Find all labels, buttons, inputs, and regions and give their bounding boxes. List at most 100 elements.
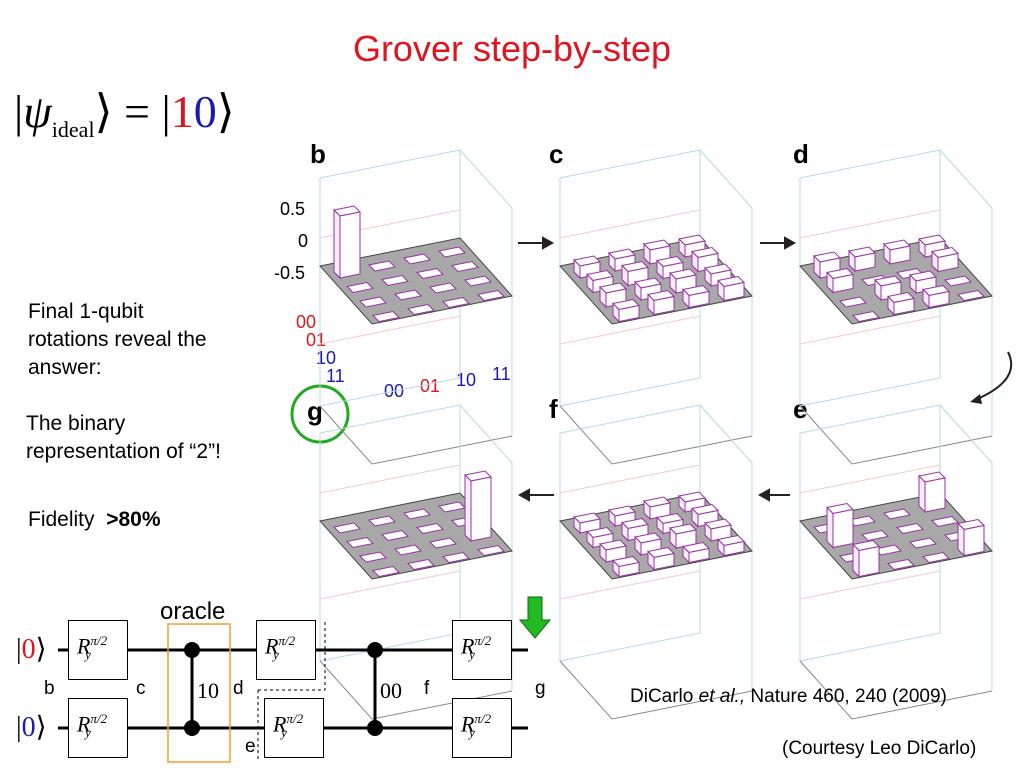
panel-d-bar-side-10 bbox=[826, 271, 834, 294]
panel-d-bar-side-13 bbox=[931, 250, 939, 273]
panel-d-bar-side-01 bbox=[848, 249, 856, 273]
ket-close-2: ⟩ bbox=[216, 86, 235, 137]
panel-e-bar-top-32 bbox=[921, 551, 951, 564]
gate-symbol: R bbox=[77, 711, 91, 737]
panel-c-bar-side-11 bbox=[621, 264, 629, 287]
gate-ry-1-top: Rπ/2y bbox=[68, 620, 128, 680]
panel-c-bar-side-01 bbox=[608, 251, 616, 273]
panel-b-bar-top-31 bbox=[406, 303, 436, 316]
panel-b-bar-top-02 bbox=[402, 253, 432, 265]
panel-c-bar-side-00 bbox=[573, 258, 581, 280]
panel-b-bar-top-10 bbox=[345, 281, 375, 294]
panel-b-bar-front-00 bbox=[339, 211, 361, 279]
panel-label-d: d bbox=[793, 139, 809, 169]
cz-dot-top bbox=[367, 642, 383, 658]
panel-e-bar-top-13 bbox=[930, 515, 960, 528]
panel-f-bar-side-10 bbox=[586, 530, 594, 549]
input-ket-bottom-value: 0 bbox=[21, 712, 36, 743]
panel-e-frame-side bbox=[939, 404, 993, 691]
ket-open-bar-2: | bbox=[161, 86, 171, 137]
panel-d-bar-side-21 bbox=[874, 278, 882, 302]
panel-label-e: e bbox=[793, 394, 807, 424]
panel-f-bar-side-32 bbox=[682, 545, 690, 564]
panel-c-bar-side-12 bbox=[656, 259, 664, 280]
panel-b-frame-side bbox=[459, 149, 513, 436]
panel-d-bar-top-23 bbox=[943, 275, 973, 287]
panel-f-gridline-1 bbox=[559, 464, 701, 494]
panel-b-bar-top-11 bbox=[380, 274, 410, 287]
slide-title: Grover step-by-step bbox=[352, 28, 672, 69]
panel-f-bar-side-01 bbox=[608, 508, 616, 528]
panel-g-bar-top-22 bbox=[428, 537, 458, 549]
gate-sub: y bbox=[85, 724, 91, 740]
panel-g-frame-side bbox=[459, 404, 513, 691]
ket-close: ⟩ bbox=[94, 86, 113, 137]
panel-c-bar-side-20 bbox=[599, 285, 607, 309]
panel-f-bar-side-30 bbox=[612, 559, 620, 578]
step-label-e: e bbox=[245, 736, 256, 757]
panel-label-c: c bbox=[549, 139, 563, 169]
gate-ry-3-bottom: Rπ/2y bbox=[452, 698, 512, 758]
panel-d-bar-side-00 bbox=[813, 254, 821, 280]
panel-label-f: f bbox=[549, 394, 558, 424]
arrow-e-to-f-head bbox=[757, 488, 770, 502]
panel-g-gridline-1 bbox=[319, 464, 461, 494]
panel-g-bar-top-31 bbox=[406, 558, 436, 571]
panel-e-bar-side-10 bbox=[826, 506, 834, 549]
gate-sub: y bbox=[85, 646, 91, 662]
arrow-d-to-e bbox=[974, 351, 1013, 401]
panel-f-bar-side-11 bbox=[621, 521, 629, 542]
col-label-10: 10 bbox=[456, 370, 476, 390]
panel-f-bar-side-33 bbox=[717, 538, 725, 557]
panel-b-bar-top-21 bbox=[393, 289, 423, 301]
panel-b-bar-top-12 bbox=[415, 267, 445, 280]
panel-c-bar-side-13 bbox=[691, 250, 699, 273]
arrow-d-to-e-head bbox=[970, 394, 982, 404]
col-label-11: 11 bbox=[492, 364, 511, 384]
panel-e-bar-front-33 bbox=[963, 524, 985, 557]
panel-f-frame-base bbox=[559, 660, 753, 720]
panel-e-gridline-1 bbox=[799, 464, 941, 494]
gate-sub: y bbox=[469, 724, 475, 740]
panel-d-bar-side-32 bbox=[922, 288, 930, 309]
panel-b-bar-top-13 bbox=[450, 260, 480, 273]
panel-e-frame-back bbox=[799, 404, 941, 662]
panel-label-b: b bbox=[310, 139, 326, 169]
arrow-f-to-g-head bbox=[517, 488, 530, 502]
panel-e-bar-top-31 bbox=[886, 558, 916, 571]
panel-f-frame-side bbox=[699, 404, 753, 691]
ket-open-bar: | bbox=[14, 86, 24, 137]
panel-c-bar-side-33 bbox=[717, 279, 725, 302]
gate-symbol: R bbox=[265, 633, 279, 659]
rotation-note-line1: Final 1-qubit bbox=[28, 300, 144, 323]
panel-e-bar-front-10 bbox=[832, 508, 854, 549]
panel-g-bar-top-12 bbox=[415, 522, 445, 535]
panel-g-bar-top-00 bbox=[332, 522, 362, 534]
panel-c-bar-side-03 bbox=[678, 237, 686, 259]
citation-journal: Nature 460, 240 (2009) bbox=[750, 686, 947, 707]
row-label-11: 11 bbox=[326, 366, 345, 386]
gate-sup: π/2 bbox=[278, 633, 296, 648]
panel-f-bar-side-12 bbox=[656, 516, 664, 535]
col-label-01: 01 bbox=[420, 376, 440, 396]
panel-c-bar-side-30 bbox=[612, 302, 620, 323]
panel-d-bar-top-33 bbox=[956, 289, 986, 302]
z-tick-0.5: 0.5 bbox=[280, 199, 305, 219]
panel-f-bar-side-23 bbox=[704, 521, 712, 543]
panel-e-gridline-2 bbox=[799, 570, 941, 600]
panel-d-bar-top-20 bbox=[838, 296, 868, 308]
panel-b-bar-top-30 bbox=[371, 310, 401, 323]
panel-b-bar-side-00 bbox=[333, 208, 341, 280]
panel-c-frame-base bbox=[559, 405, 753, 465]
panel-d-frame-base bbox=[799, 405, 993, 465]
panel-e-bar-front-30 bbox=[858, 545, 880, 578]
equals-sign: = bbox=[124, 86, 150, 137]
panel-b-bar-top-03 bbox=[437, 246, 467, 258]
step-label-g: g bbox=[535, 678, 546, 699]
oracle-box bbox=[167, 623, 231, 763]
panel-e-bar-top-02 bbox=[882, 508, 912, 520]
gate-sub: y bbox=[273, 646, 279, 662]
gate-symbol: R bbox=[461, 633, 475, 659]
fidelity-line: Fidelity >80% bbox=[28, 508, 161, 532]
panel-f-bar-side-22 bbox=[669, 526, 677, 550]
